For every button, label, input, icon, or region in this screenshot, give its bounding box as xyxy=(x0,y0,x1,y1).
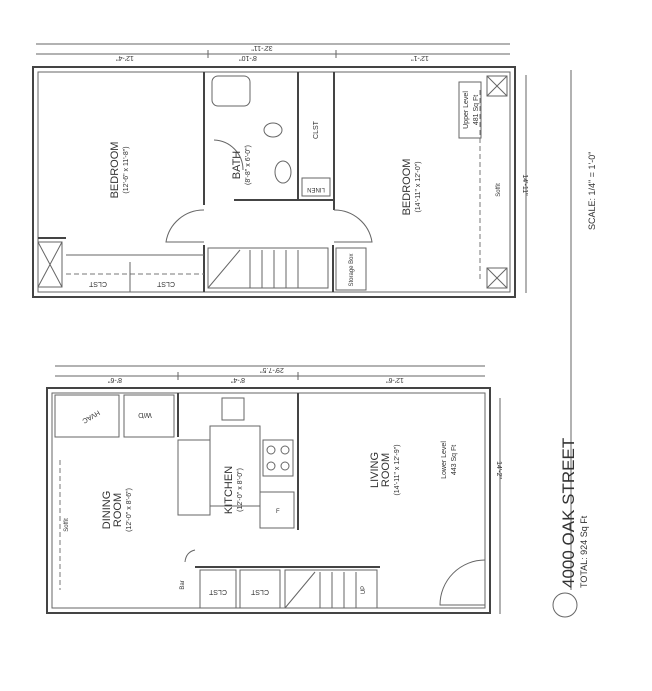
kitchen-counter xyxy=(209,425,261,507)
lower-dim-right: 12'-6" xyxy=(386,376,404,383)
kitchen-sink-icon xyxy=(221,397,245,421)
lower-level-area: Lower Level 443 Sq Ft xyxy=(441,441,458,479)
label-stairs-up: UP xyxy=(361,586,367,594)
room-name: BEDROOM xyxy=(401,159,413,216)
wd-closet xyxy=(123,394,175,438)
label-closet-b: CLST xyxy=(250,588,269,595)
room-size: (14'-11" x 12'-0") xyxy=(415,161,422,212)
label-closet-a: CLST xyxy=(88,280,107,287)
total-area: TOTAL: 924 Sq Ft xyxy=(579,515,589,588)
label-closet-b: CLST xyxy=(156,280,175,287)
lower-dim-overall: 29'-7.5" xyxy=(260,366,284,373)
upper-exterior-wall xyxy=(32,66,516,298)
scale-label: SCALE: 1/4" = 1'-0" xyxy=(587,152,597,230)
closet-b xyxy=(239,569,281,609)
toilet-icon xyxy=(263,122,283,138)
room-name: BEDROOM xyxy=(109,142,121,199)
closet-a xyxy=(199,569,237,609)
linen-closet xyxy=(301,177,331,197)
lower-level-plan: 29'-7.5" 8'-6" 8'-4" 12'-6" 14'-2" F xyxy=(46,365,502,614)
arrow-icon xyxy=(184,549,196,563)
upper-dim-left: 12'-4" xyxy=(116,54,134,61)
hvac-chase-icon xyxy=(486,75,508,97)
title-block: 4000 OAK STREET TOTAL: 924 Sq Ft SCALE: … xyxy=(552,70,597,618)
upper-dim-middle: 8'-10" xyxy=(239,54,257,61)
label-storage-box: Storage Box xyxy=(349,253,355,286)
upper-interior-wall-line xyxy=(37,71,511,293)
door-swing-icon xyxy=(333,209,373,243)
level-label: Upper Level xyxy=(463,91,470,129)
room-name: ROOM xyxy=(380,453,392,487)
door-swing-icon xyxy=(213,139,244,171)
sink-icon xyxy=(274,160,292,184)
upper-dim-overall: 32'-11" xyxy=(251,44,273,51)
address-title: 4000 OAK STREET xyxy=(559,438,578,588)
entry-door-swing-icon xyxy=(439,559,486,606)
room-name: ROOM xyxy=(112,493,124,527)
lower-dim-left: 8'-6" xyxy=(108,376,122,383)
room-bedroom-right: BEDROOM (14'-11" x 12'-0") xyxy=(401,159,422,216)
room-name: LIVING xyxy=(369,452,381,488)
upper-level-plan: 32'-11" 12'-4" 8'-10" 12'-1" 14'-11" xyxy=(32,43,528,298)
lower-exterior-wall xyxy=(46,387,491,614)
refrigerator xyxy=(259,491,295,529)
room-name: BATH xyxy=(231,151,243,180)
label-fridge: F xyxy=(276,509,280,515)
label-soffit: Soffit xyxy=(496,183,502,197)
upper-dim-right: 12'-1" xyxy=(411,54,429,61)
upper-level-area-box: Upper Level 481 Sq Ft xyxy=(458,81,482,139)
lower-dim-middle: 8'-4" xyxy=(231,376,245,383)
door-swing-icon xyxy=(165,209,205,243)
room-bedroom-left: BEDROOM (12'-6" x 11'-8") xyxy=(109,142,130,199)
hvac-chase-icon xyxy=(37,241,63,288)
room-size: (12'-0" x 8'-0") xyxy=(237,468,244,512)
staircase-icon xyxy=(207,247,329,289)
room-name: KITCHEN xyxy=(223,466,235,514)
stove-icon xyxy=(262,439,294,477)
level-label: Lower Level xyxy=(441,441,448,479)
room-name: DINING xyxy=(101,491,113,530)
room-size: (14'-11" x 12'-9") xyxy=(394,444,401,495)
room-size: (12'-0" x 8'-6") xyxy=(126,488,133,532)
hvac-chase-icon xyxy=(486,267,508,289)
hvac-closet xyxy=(54,394,120,438)
upper-dim-depth: 14'-11" xyxy=(521,174,528,196)
label-soffit: Soffit xyxy=(64,518,70,532)
label-closet-bath: CLST xyxy=(313,120,320,139)
room-bath: BATH (8'-8" x 6'-0") xyxy=(231,145,252,185)
title-circle-icon xyxy=(552,592,578,618)
room-living: LIVING ROOM (14'-11" x 12'-9") xyxy=(369,444,401,495)
label-linen: LINEN xyxy=(307,186,325,192)
label-hvac: HVAC xyxy=(81,409,101,425)
label-wd: W/D xyxy=(138,411,152,418)
bathtub-icon xyxy=(211,75,251,107)
lower-dim-depth: 14'-2" xyxy=(495,461,502,479)
level-area: 481 Sq Ft xyxy=(473,95,480,125)
room-size: (12'-6" x 11'-8") xyxy=(123,146,130,193)
room-size: (8'-8" x 6'-0") xyxy=(245,145,252,185)
bar-counter xyxy=(177,439,211,516)
room-kitchen: KITCHEN (12'-0" x 8'-0") xyxy=(223,466,244,514)
label-closet-a: CLST xyxy=(208,588,227,595)
label-bar: Bar xyxy=(180,580,186,589)
storage-box xyxy=(335,247,367,291)
level-area: 443 Sq Ft xyxy=(451,445,458,475)
staircase-icon xyxy=(284,569,378,609)
room-dining: DINING ROOM (12'-0" x 8'-6") xyxy=(101,488,133,532)
